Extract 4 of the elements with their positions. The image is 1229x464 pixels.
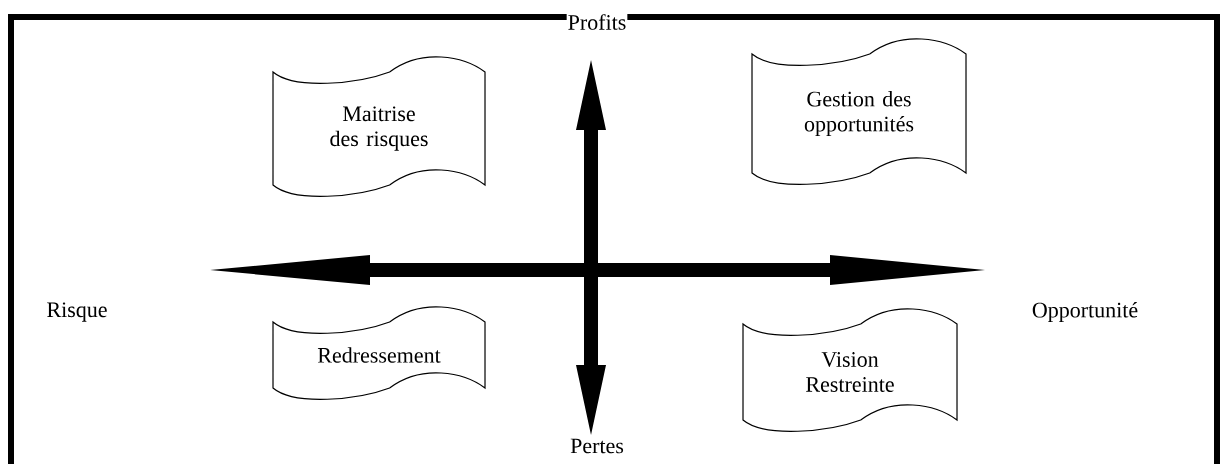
axis-label: Opportunité [1030, 301, 1140, 323]
axis-label: Risque [45, 301, 109, 323]
axis-label: Pertes [569, 437, 625, 455]
axis-label: Profits [566, 13, 628, 31]
